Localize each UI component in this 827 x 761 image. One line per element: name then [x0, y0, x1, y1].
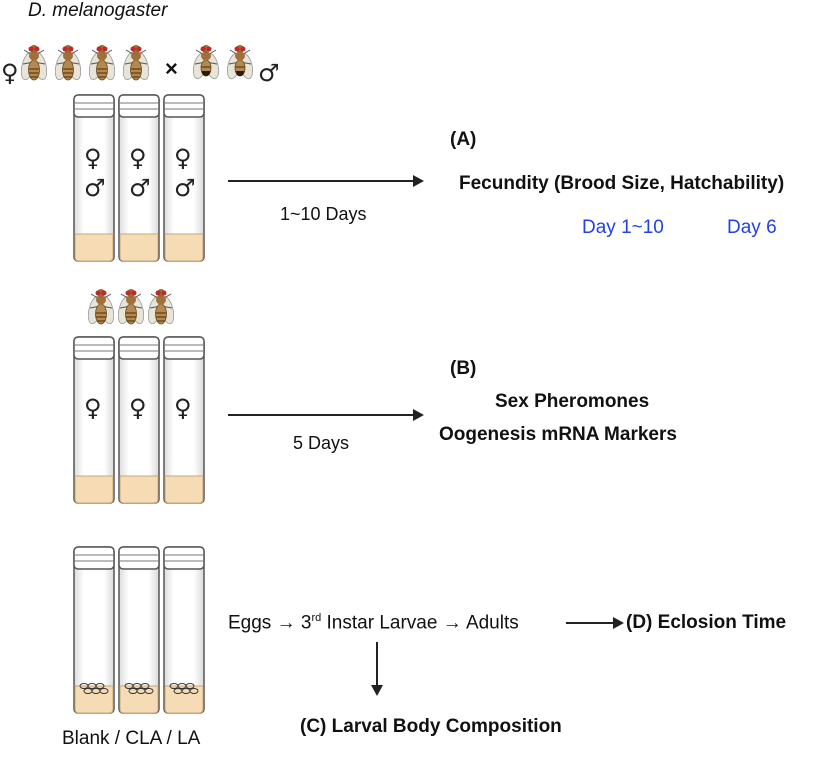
instar-number: 3: [300, 612, 312, 634]
female-symbol-icon: ♀: [129, 394, 147, 422]
fly-icon: [89, 44, 115, 82]
inline-arrow-icon: →: [276, 612, 296, 634]
male-symbol-icon: ♂: [84, 174, 106, 202]
female-symbol-icon: ♀: [174, 394, 192, 422]
female-flies-group: [88, 288, 178, 330]
species-label: D. melanogaster: [28, 0, 168, 21]
fly-icon: [55, 44, 81, 82]
inline-arrow-icon: →: [442, 612, 462, 634]
adults-label: Adults: [465, 612, 519, 634]
cross-symbol: ×: [165, 56, 178, 81]
day-six-label: Day 6: [727, 217, 777, 238]
female-symbol-icon: ♀: [1, 59, 19, 87]
duration-label: 1~10 Days: [280, 204, 367, 224]
panel-a-letter: (A): [450, 129, 477, 150]
treatment-groups-label: Blank / CLA / LA: [62, 728, 201, 749]
panel-b-letter: (B): [450, 358, 477, 379]
fly-icon: [193, 44, 219, 81]
duration-label: 5 Days: [293, 433, 350, 453]
fly-icon: [118, 288, 144, 326]
vial: [118, 546, 160, 714]
male-symbol-icon: ♂: [258, 59, 280, 87]
fly-icon: [227, 44, 253, 81]
panel-b-line1: Sex Pheromones: [495, 391, 650, 412]
male-symbol-icon: ♂: [129, 174, 151, 202]
panel-c-larval: (C) Larval Body Composition: [300, 716, 562, 737]
arrow-right-icon: [566, 617, 624, 629]
female-symbol-icon: ♀: [129, 144, 147, 172]
female-symbol-icon: ♀: [84, 394, 102, 422]
arrow-down-icon: [371, 642, 383, 696]
arrow-right-icon: [228, 409, 424, 421]
female-symbol-icon: ♀: [174, 144, 192, 172]
male-symbol-icon: ♂: [174, 174, 196, 202]
female-symbol-icon: ♀: [84, 144, 102, 172]
instar-label: Instar Larvae: [326, 612, 438, 634]
male-flies-group: [193, 44, 261, 86]
day-range-label: Day 1~10: [582, 217, 664, 238]
instar-suffix: rd: [311, 612, 322, 624]
vial: [73, 546, 115, 714]
fly-icon: [21, 44, 47, 82]
panel-b-line2: Oogenesis mRNA Markers: [439, 424, 677, 445]
panel-d-eclosion: (D) Eclosion Time: [626, 612, 787, 633]
arrow-right-icon: [228, 175, 424, 187]
development-flow: Eggs → 3rd Instar Larvae → Adults: [228, 612, 519, 634]
fly-icon: [148, 288, 174, 326]
panel-a-title: Fecundity (Brood Size, Hatchability): [459, 173, 785, 194]
female-flies-group: [21, 44, 157, 86]
vial: [163, 546, 205, 714]
fly-icon: [88, 288, 114, 326]
eggs-label: Eggs: [228, 612, 272, 634]
fly-icon: [123, 44, 149, 82]
